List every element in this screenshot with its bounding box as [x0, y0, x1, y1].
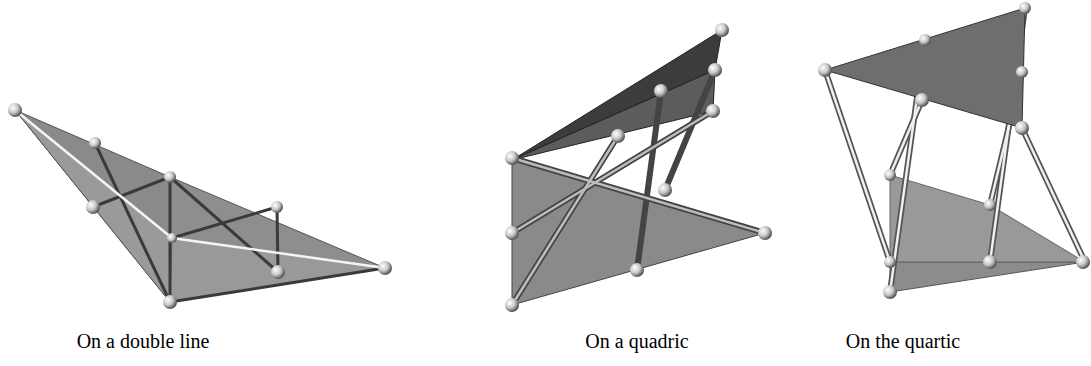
quartic-figure [818, 2, 1090, 299]
quadric-figure [505, 23, 772, 312]
figure-caption: On a double line [77, 330, 210, 353]
figure-caption: On the quartic [846, 330, 960, 353]
double-line-figure [8, 103, 392, 309]
figure-caption: On a quadric [585, 330, 688, 353]
